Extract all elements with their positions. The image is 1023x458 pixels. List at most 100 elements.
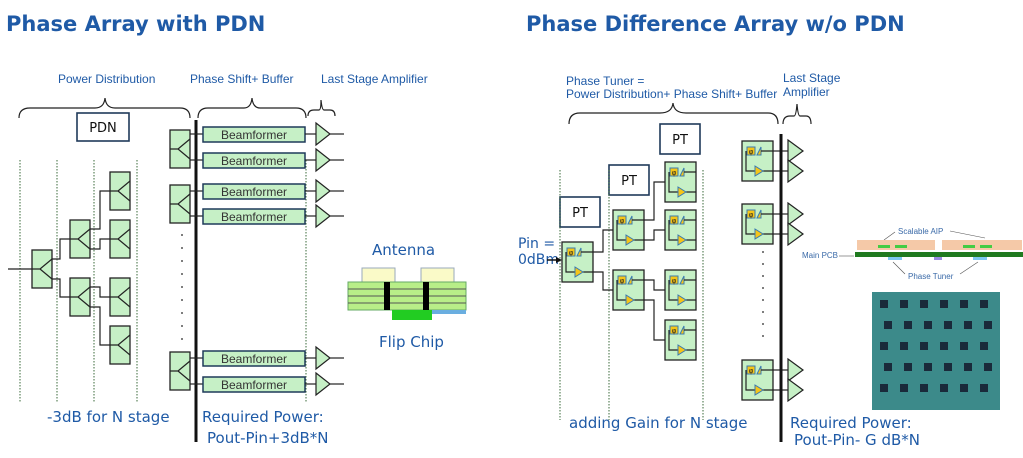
- phi-symbol: φ: [620, 278, 625, 285]
- right-title: Phase Difference Array w/o PDN: [526, 12, 905, 36]
- continuation-dot: [181, 260, 183, 262]
- pt-box: [608, 164, 650, 196]
- antenna-label: Antenna: [372, 241, 435, 259]
- splitter-wire: [110, 334, 131, 356]
- chip-die: [884, 363, 892, 371]
- pt-label: PT: [572, 206, 588, 221]
- phase-tuner-label-1: Phase Tuner =: [566, 74, 644, 88]
- last-stage-label-1: Last Stage: [783, 71, 841, 85]
- amplifier-icon: [787, 138, 805, 164]
- continuation-dot: [762, 323, 764, 325]
- tree-wire: [593, 229, 613, 291]
- amplifier-icon: [625, 234, 635, 246]
- chip-die: [880, 342, 888, 350]
- amplifier-icon: [677, 344, 687, 356]
- splitter-wire: [110, 286, 131, 308]
- label-power-distribution: Power Distribution: [58, 72, 155, 86]
- chip-die: [984, 321, 992, 329]
- phase-shifter-icon: [746, 209, 756, 219]
- continuation-dot: [762, 299, 764, 301]
- main-pcb-label: Main PCB: [802, 251, 838, 260]
- continuation-dot: [762, 311, 764, 313]
- amplifier-icon: [754, 165, 764, 177]
- brace-last-stage: [307, 99, 336, 117]
- cell-wire: [668, 171, 696, 193]
- continuation-dot: [181, 247, 183, 249]
- chip-die: [920, 342, 928, 350]
- tree-wire: [52, 238, 70, 298]
- phase-shifter-icon: [669, 215, 679, 225]
- amplifier-icon: [574, 266, 584, 278]
- phase-shifter-icon: [746, 365, 756, 375]
- chip-die: [964, 363, 972, 371]
- cell-wire: [745, 213, 773, 235]
- chip-array-photo: [872, 292, 1000, 410]
- amplifier-icon: [315, 147, 331, 173]
- beamformer-label: Beamformer: [221, 352, 287, 366]
- brace-last-stage-right: [782, 103, 812, 125]
- chip-die: [960, 384, 968, 392]
- phi-symbol: φ: [749, 368, 754, 375]
- cell-wire: [616, 219, 644, 241]
- flip-chip-graphic: [347, 267, 467, 320]
- chip-die: [960, 342, 968, 350]
- chip-die: [904, 321, 912, 329]
- cell-wire: [668, 219, 696, 241]
- amplifier-icon: [315, 371, 331, 397]
- beamformer-label: Beamformer: [221, 185, 287, 199]
- pt-label: PT: [621, 174, 637, 189]
- chip-die: [984, 363, 992, 371]
- pdn-box: [76, 112, 130, 142]
- chip-die: [924, 321, 932, 329]
- chip-die: [940, 300, 948, 308]
- splitter-wire: [70, 228, 91, 250]
- phase-tuner-aip-label: Phase Tuner: [908, 272, 954, 281]
- cell-wire: [668, 329, 696, 351]
- left-formula: Pout-Pin+3dB*N: [207, 429, 329, 447]
- splitter-wire: [170, 193, 191, 215]
- phase-shifter-icon: [617, 275, 627, 285]
- tree-wire: [90, 190, 110, 346]
- amplifier-icon: [315, 345, 331, 371]
- splitter-wire: [110, 180, 131, 202]
- splitter-wire: [32, 258, 53, 280]
- phi-symbol: φ: [620, 218, 625, 225]
- cell-wire: [668, 279, 696, 301]
- chip-die: [920, 384, 928, 392]
- amplifier-icon: [625, 294, 635, 306]
- phi-symbol: φ: [569, 250, 574, 257]
- continuation-dot: [181, 286, 183, 288]
- chip-die: [940, 384, 948, 392]
- phase-shifter-icon: [669, 325, 679, 335]
- phi-symbol: φ: [672, 328, 677, 335]
- amplifier-icon: [754, 384, 764, 396]
- phase-shifter-icon: [746, 146, 756, 156]
- pt-label: PT: [672, 133, 688, 148]
- splitter-wire: [170, 360, 191, 382]
- phi-symbol: φ: [672, 218, 677, 225]
- amplifier-icon: [787, 377, 805, 403]
- phase-shifter-icon: [617, 215, 627, 225]
- continuation-dot: [762, 251, 764, 253]
- left-stage-note: -3dB for N stage: [47, 408, 170, 426]
- chip-die: [960, 300, 968, 308]
- phi-symbol: φ: [749, 212, 754, 219]
- flip-chip-label: Flip Chip: [379, 333, 444, 351]
- left-title: Phase Array with PDN: [6, 12, 265, 36]
- phase-shifter-icon: [566, 247, 576, 257]
- chip-die: [900, 384, 908, 392]
- tree-wire: [644, 181, 665, 341]
- beamformer-label: Beamformer: [221, 210, 287, 224]
- brace-power-distribution: [18, 97, 191, 119]
- phase-tuner-label-2: Power Distribution+ Phase Shift+ Buffer: [566, 87, 777, 101]
- chip-die: [980, 384, 988, 392]
- splitter-wire: [170, 138, 191, 160]
- continuation-dot: [181, 325, 183, 327]
- amplifier-icon: [677, 234, 687, 246]
- cell-wire: [745, 150, 773, 172]
- pdn-label: PDN: [89, 121, 117, 136]
- phase-shifter-icon: [669, 275, 679, 285]
- last-stage-label-2: Amplifier: [783, 85, 830, 99]
- brace-phase-shift: [197, 97, 307, 119]
- chip-die: [880, 300, 888, 308]
